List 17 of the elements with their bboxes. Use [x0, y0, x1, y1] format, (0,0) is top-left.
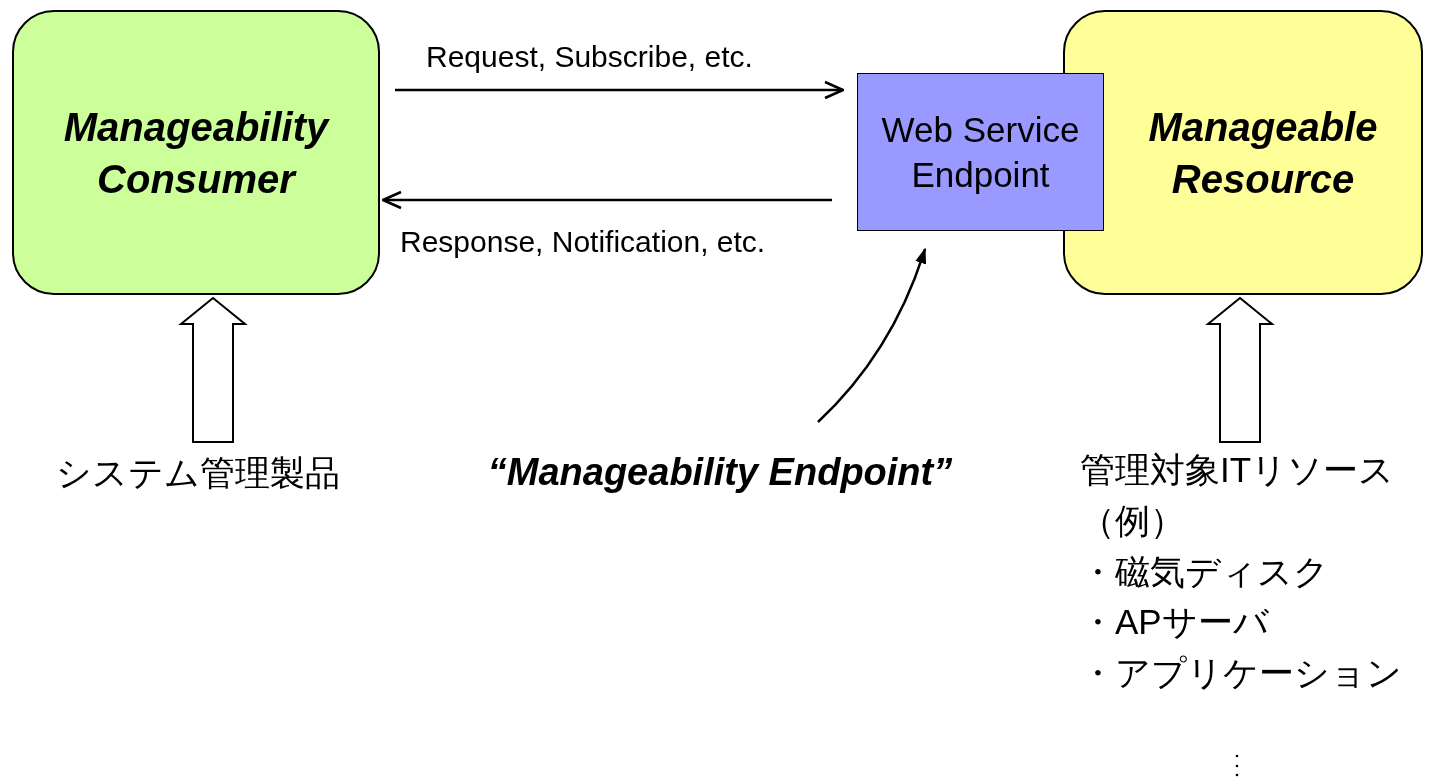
block-arrow: [1205, 296, 1275, 443]
arrow: [381, 190, 832, 210]
rounded-box: [12, 10, 380, 295]
text-label: 管理対象ITリソース: [1080, 449, 1395, 491]
text-label: システム管理製品: [55, 451, 340, 494]
text-label: ・アプリケーション: [1080, 652, 1402, 694]
block-arrow: [178, 296, 248, 443]
node-label: Manageability Consumer: [62, 103, 331, 203]
text-label: “Manageability Endpoint”: [487, 449, 953, 495]
text-label: （例）: [1080, 499, 1185, 542]
text-label: ・APサーバ: [1080, 601, 1269, 644]
process-box: [857, 73, 1104, 231]
node-label: Web Service Endpoint: [880, 108, 1081, 196]
arrow: [817, 247, 927, 423]
arrow: [395, 80, 845, 100]
text-label: ・磁気ディスク: [1080, 550, 1329, 593]
node-label: Manageable Resource: [1147, 103, 1379, 203]
